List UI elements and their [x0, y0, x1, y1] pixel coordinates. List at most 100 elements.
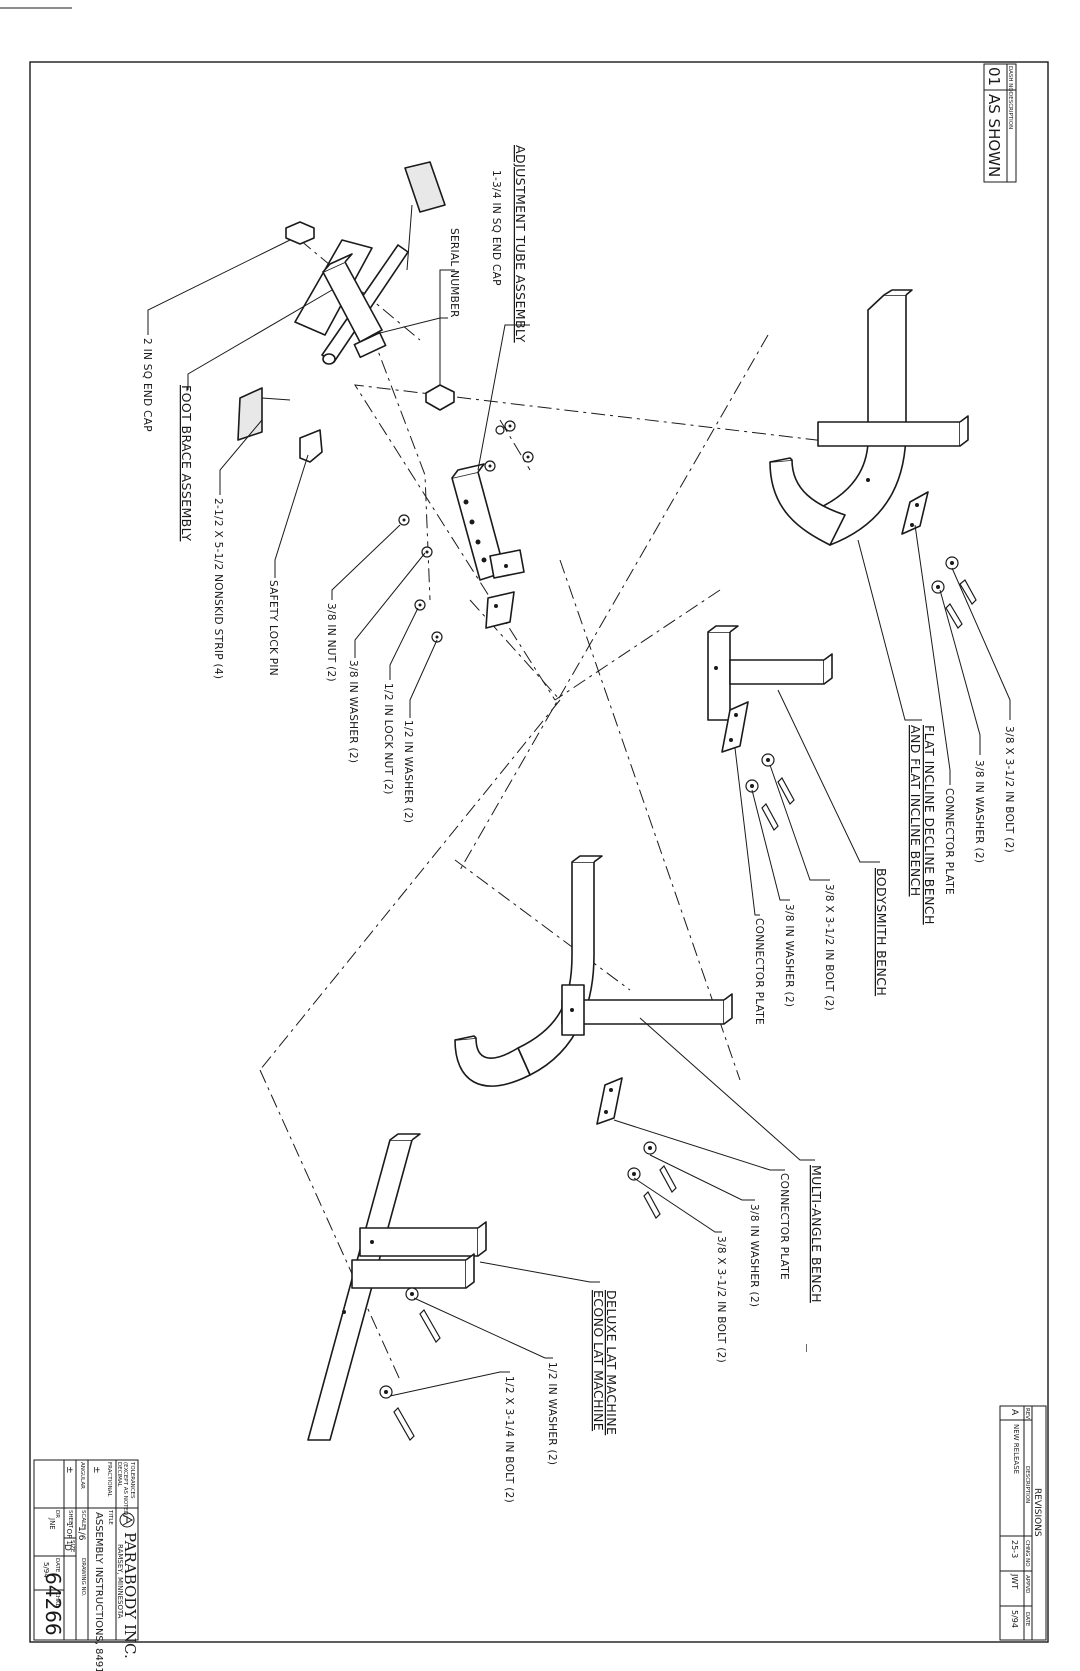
chkd-label: CHKD	[54, 1592, 60, 1608]
rev-letter: A	[1009, 1409, 1019, 1416]
tube-bracket-bottom	[485, 591, 515, 629]
callout-lock-nut-12: 1/2 IN LOCK NUT (2)	[382, 683, 394, 795]
tube-bracket-top	[489, 549, 525, 579]
callout-nut-38: 3/8 IN NUT (2)	[325, 603, 337, 682]
foot-brace-assembly	[237, 161, 446, 463]
drawing-title: ASSEMBLY INSTRUCTIONS, 849101	[93, 1512, 104, 1671]
angular-value: ±	[64, 1466, 74, 1474]
callout-safety-lock-pin: SAFETY LOCK PIN	[267, 580, 279, 676]
title-bodysmith: BODYSMITH BENCH	[874, 868, 889, 996]
lat-upright-2	[351, 1259, 467, 1289]
size-value: D	[62, 1544, 72, 1551]
lat-upright-1	[359, 1227, 479, 1257]
assembly-titles: ADJUSTMENT TUBE ASSEMBLY FOOT BRACE ASSE…	[179, 145, 937, 1435]
bs-upright	[729, 659, 825, 685]
description-value: AS SHOWN	[985, 94, 1003, 177]
title-flat-incline-1: FLAT INCLINE DECLINE BENCH	[922, 725, 937, 925]
callout-ma-plate: CONNECTOR PLATE	[778, 1173, 790, 1280]
leader-lines	[147, 204, 1011, 1397]
company-location: RAMSEY, MINNESOTA	[116, 1544, 124, 1619]
tolerances-label: TOLERANCES	[129, 1461, 135, 1499]
callout-bs-washer: 3/8 IN WASHER (2)	[783, 904, 795, 1007]
bodysmith-bench-part	[707, 625, 833, 831]
assembly-centerlines	[259, 239, 901, 1381]
adjustment-tube-assembly	[398, 384, 534, 643]
sheet-label: SHEET	[67, 1510, 73, 1529]
drawn-by: JNE	[48, 1517, 56, 1530]
callout-lat-washer: 1/2 IN WASHER (2)	[546, 1362, 558, 1465]
description-header: DESCRIPTION	[1007, 92, 1013, 129]
foot-square-housing	[322, 261, 383, 343]
fi-curved-leg-lower	[769, 459, 846, 546]
angular-label: ANGULAR	[79, 1462, 85, 1489]
rev-appvd: JWT	[1010, 1573, 1019, 1589]
nonskid-strip-lower	[237, 387, 263, 441]
fractional-label: FRACTIONAL	[106, 1462, 112, 1497]
rev-header: REV	[1024, 1408, 1030, 1419]
revisions-title: REVISIONS	[1032, 1488, 1042, 1537]
rev-chng-header: CHNG NO	[1024, 1540, 1030, 1567]
rev-date: 5/94	[1010, 1610, 1019, 1628]
fi-curved-leg-upper	[814, 294, 907, 546]
date-value: 5/94	[42, 1562, 50, 1578]
callout-fi-bolt: 3/8 X 3-1/2 IN BOLT (2)	[1003, 726, 1015, 853]
drawing-no: 64266	[41, 1572, 65, 1636]
scale-label: SCALE	[80, 1510, 86, 1528]
callout-end-cap-2: 2 IN SQ END CAP	[141, 338, 153, 432]
callout-ma-washer: 3/8 IN WASHER (2)	[748, 1204, 760, 1307]
rev-desc-header: DESCRIPTION	[1024, 1466, 1030, 1503]
dash-no-value: 01	[985, 67, 1003, 86]
scale-value: 1/6	[76, 1526, 86, 1541]
callout-nonskid-strip: 2-1/2 X 5-1/2 NONSKID STRIP (4)	[212, 498, 224, 679]
revisions-block: REVISIONS REV DESCRIPTION CHNG NO APPVD …	[999, 1405, 1047, 1641]
title-flat-incline-2: AND FLAT INCLINE BENCH	[908, 725, 923, 897]
title-deluxe-lat-2: ECONO LAT MACHINE	[591, 1290, 606, 1431]
callout-washer-38-adj: 3/8 IN WASHER (2)	[347, 660, 359, 763]
company-logo	[119, 1512, 135, 1528]
flat-incline-bench-part	[769, 289, 977, 629]
nonskid-strip-upper	[404, 161, 446, 213]
bs-crossbar	[707, 631, 731, 721]
ma-curved-leg-lower	[454, 1037, 531, 1087]
callout-washer-12-adj: 1/2 IN WASHER (2)	[402, 720, 414, 823]
fi-connector-plate	[901, 491, 929, 535]
callout-fi-plate: CONNECTOR PLATE	[943, 788, 955, 895]
deluxe-lat-part	[307, 1133, 487, 1441]
callout-labels: 1-3/4 IN SQ END CAP SERIAL NUMBER 2 IN S…	[141, 170, 1015, 1503]
fractional-value: ±	[91, 1466, 101, 1474]
drawn-label: DR	[54, 1510, 60, 1518]
tolerances-note: (EXCEPT AS NOTED)	[122, 1462, 128, 1517]
callout-fi-washer: 3/8 IN WASHER (2)	[973, 760, 985, 863]
callout-serial-number: SERIAL NUMBER	[448, 228, 460, 318]
rev-appvd-header: APPVD	[1024, 1575, 1030, 1593]
end-cap-134	[425, 384, 455, 411]
callout-bs-plate: CONNECTOR PLATE	[753, 918, 765, 1025]
rev-description: NEW RELEASE	[1012, 1424, 1020, 1474]
title-label: TITLE	[107, 1509, 113, 1525]
multi-angle-bench-part	[454, 855, 733, 1219]
fi-square-tube	[817, 421, 961, 447]
ma-connector-plate	[596, 1077, 623, 1125]
safety-lock-pin-shape	[299, 429, 323, 463]
bs-connector-plate	[721, 701, 749, 753]
callout-ma-bolt: 3/8 X 3-1/2 IN BOLT (2)	[715, 1236, 727, 1363]
date-label: DATE	[54, 1558, 60, 1573]
dash-number-box: DASH NO DESCRIPTION 01 AS SHOWN	[983, 63, 1017, 183]
title-multi-angle: MULTI-ANGLE BENCH	[809, 1165, 824, 1303]
callout-lat-bolt: 1/2 X 3-1/4 IN BOLT (2)	[503, 1376, 515, 1503]
title-adjustment-tube: ADJUSTMENT TUBE ASSEMBLY	[513, 145, 528, 343]
rev-date-header: DATE	[1024, 1612, 1030, 1627]
callout-end-cap-134: 1-3/4 IN SQ END CAP	[490, 170, 502, 286]
adjustment-hardware	[398, 420, 534, 643]
drawing-no-label: DRAWING NO.	[80, 1558, 86, 1597]
title-deluxe-lat-1: DELUXE LAT MACHINE	[604, 1290, 619, 1435]
company-name: PARABODY INC.	[121, 1532, 139, 1659]
stray-mark: |	[805, 1343, 808, 1352]
end-cap-2	[285, 221, 315, 245]
title-block: TOLERANCES (EXCEPT AS NOTED) DECIMAL FRA…	[33, 1459, 139, 1671]
size-label: SIZE	[69, 1540, 75, 1553]
sheet-value: 1 OF 1	[65, 1522, 73, 1545]
decimal-label: DECIMAL	[116, 1462, 122, 1488]
callout-bs-bolt: 3/8 X 3-1/2 IN BOLT (2)	[823, 884, 835, 1011]
